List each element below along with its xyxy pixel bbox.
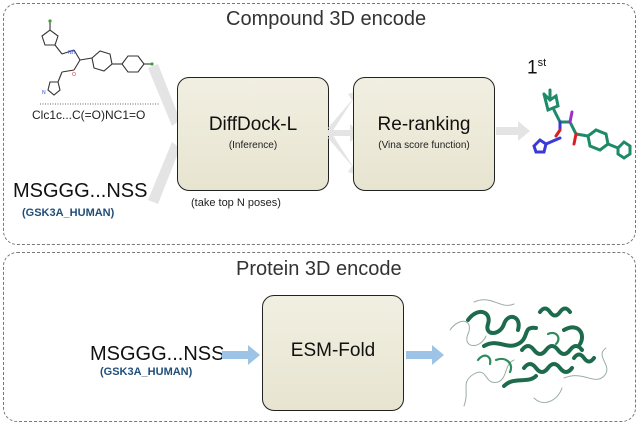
rerank-box: Re-ranking (Vina score function) [353, 77, 495, 191]
rerank-output-arrow-icon [496, 121, 530, 141]
poses-fanout-arrows-icon [328, 90, 360, 176]
sequence-to-esm-arrow-icon [222, 345, 260, 365]
svg-text:O: O [72, 72, 76, 78]
compound-2d-structure-icon: NH O N [41, 19, 154, 96]
rerank-subtitle: (Vina score function) [378, 140, 470, 151]
smiles-underline-dots [40, 103, 160, 105]
poses-note: (take top N poses) [191, 197, 281, 209]
compound-smiles: Clc1c...C(=O)NC1=O [32, 108, 146, 122]
rerank-title: Re-ranking [377, 114, 471, 135]
protein-3d-encode-panel [3, 252, 636, 422]
top-rank-suffix: st [537, 57, 547, 69]
diffdock-subtitle: (Inference) [228, 140, 278, 151]
esm-output-arrow-icon [406, 345, 444, 365]
compound-panel-title: Compound 3D encode [226, 8, 427, 30]
compound-3d-encode-panel [3, 3, 636, 245]
top-rank-number: 1 [527, 57, 538, 79]
protein-structure-3d-icon [449, 299, 608, 407]
esmfold-title: ESM-Fold [290, 340, 376, 361]
diffdock-box: DiffDock-L (Inference) [177, 77, 329, 191]
protein-panel-sequence: MSGGG...NSS [90, 343, 225, 365]
compound-panel-gene-label: (GSK3A_HUMAN) [22, 207, 115, 219]
protein-panel-title: Protein 3D encode [236, 258, 402, 280]
docked-pose-3d-icon [532, 88, 632, 160]
esmfold-box: ESM-Fold [262, 295, 404, 411]
svg-text:N: N [42, 90, 46, 96]
converge-arrows-icon [148, 64, 180, 204]
diffdock-title: DiffDock-L [208, 114, 298, 135]
protein-panel-gene-label: (GSK3A_HUMAN) [100, 366, 193, 378]
top-rank-label: 1st [527, 57, 546, 79]
svg-text:NH: NH [68, 50, 76, 56]
compound-panel-sequence: MSGGG...NSS [13, 180, 148, 202]
